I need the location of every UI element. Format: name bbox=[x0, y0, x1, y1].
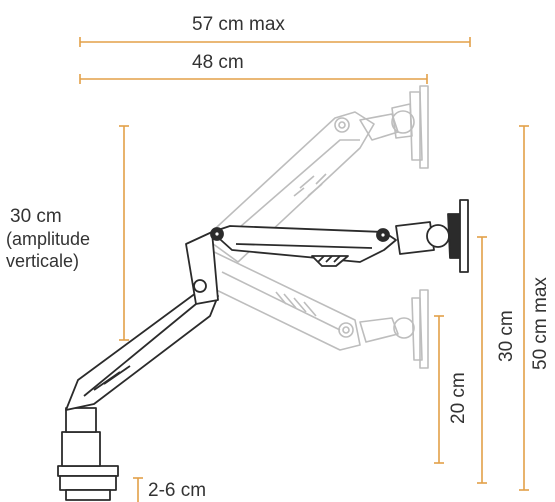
label-vertical-range-line2: (amplitude bbox=[6, 229, 91, 249]
label-vertical-range-line1: 30 cm bbox=[10, 206, 62, 227]
label-height-max: 50 cm max bbox=[530, 277, 551, 370]
label-reach: 48 cm bbox=[192, 52, 244, 73]
dim-line-vertical-range bbox=[119, 125, 129, 341]
arm-main-position bbox=[57, 199, 469, 501]
dim-line-height-low bbox=[434, 315, 444, 464]
dim-line-reach bbox=[79, 74, 428, 84]
label-clamp-thickness: 2-6 cm bbox=[148, 480, 207, 501]
dim-line-height-max bbox=[519, 125, 529, 491]
label-height-low: 20 cm bbox=[448, 372, 469, 424]
arm-ghost-lower-position bbox=[199, 249, 429, 369]
label-height-mid: 30 cm bbox=[496, 310, 517, 362]
arm-ghost-upper-position bbox=[204, 85, 429, 263]
dim-line-clamp-thickness bbox=[133, 477, 143, 502]
label-vertical-range-line3: verticale) bbox=[6, 251, 80, 271]
label-max-reach: 57 cm max bbox=[192, 14, 285, 35]
dim-line-max-reach bbox=[79, 37, 471, 47]
dim-line-height-mid bbox=[477, 236, 487, 484]
dimension-lines bbox=[79, 37, 529, 502]
